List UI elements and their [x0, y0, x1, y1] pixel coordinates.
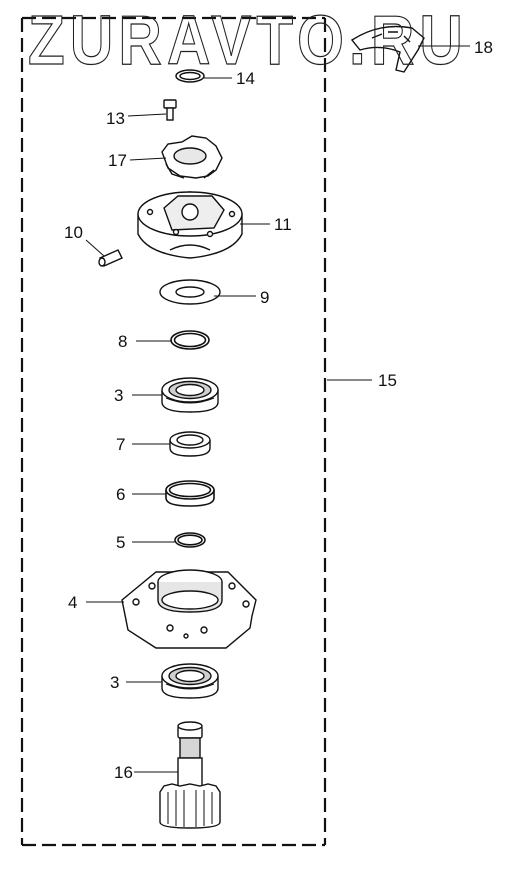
leader-lines — [85, 45, 470, 773]
part-16-pinion-shaft — [159, 721, 221, 829]
part-3-bearing-lower — [161, 663, 219, 699]
callout-15: 15 — [378, 371, 397, 390]
watermark-text: ZURAVTO.RU — [28, 2, 468, 72]
callout-3-upper: 3 — [114, 386, 123, 405]
assembly-boundary — [20, 16, 327, 847]
part-14-circlip — [175, 69, 205, 83]
part-4-housing-flange — [121, 569, 257, 649]
part-3-bearing-upper — [161, 377, 219, 413]
part-7-spacer — [169, 431, 211, 457]
callout-13: 13 — [106, 109, 125, 128]
callout-labels: 14 13 17 11 10 9 8 3 7 6 5 4 3 16 18 15 — [64, 38, 493, 782]
part-18-retainer — [350, 25, 425, 73]
callout-4: 4 — [68, 593, 77, 612]
part-10-pin — [98, 249, 123, 267]
part-11-flange-cover — [137, 191, 243, 259]
part-6-seal — [165, 480, 215, 507]
part-13-bolt — [163, 99, 177, 121]
watermark: ZURAVTO.RU — [28, 2, 468, 72]
callout-11: 11 — [274, 215, 292, 234]
part-17-lock-plate — [161, 135, 223, 179]
callout-9: 9 — [260, 288, 269, 307]
part-9-washer — [159, 279, 221, 305]
part-5-o-ring — [174, 532, 206, 548]
callout-17: 17 — [108, 151, 127, 170]
callout-8: 8 — [118, 332, 127, 351]
callout-10: 10 — [64, 223, 83, 242]
callout-3-lower: 3 — [110, 673, 119, 692]
callout-14: 14 — [236, 69, 255, 88]
callout-18: 18 — [474, 38, 493, 57]
callout-7: 7 — [116, 435, 125, 454]
part-8-o-ring — [170, 330, 210, 350]
callout-5: 5 — [116, 533, 125, 552]
callout-6: 6 — [116, 485, 125, 504]
callout-16: 16 — [114, 763, 133, 782]
